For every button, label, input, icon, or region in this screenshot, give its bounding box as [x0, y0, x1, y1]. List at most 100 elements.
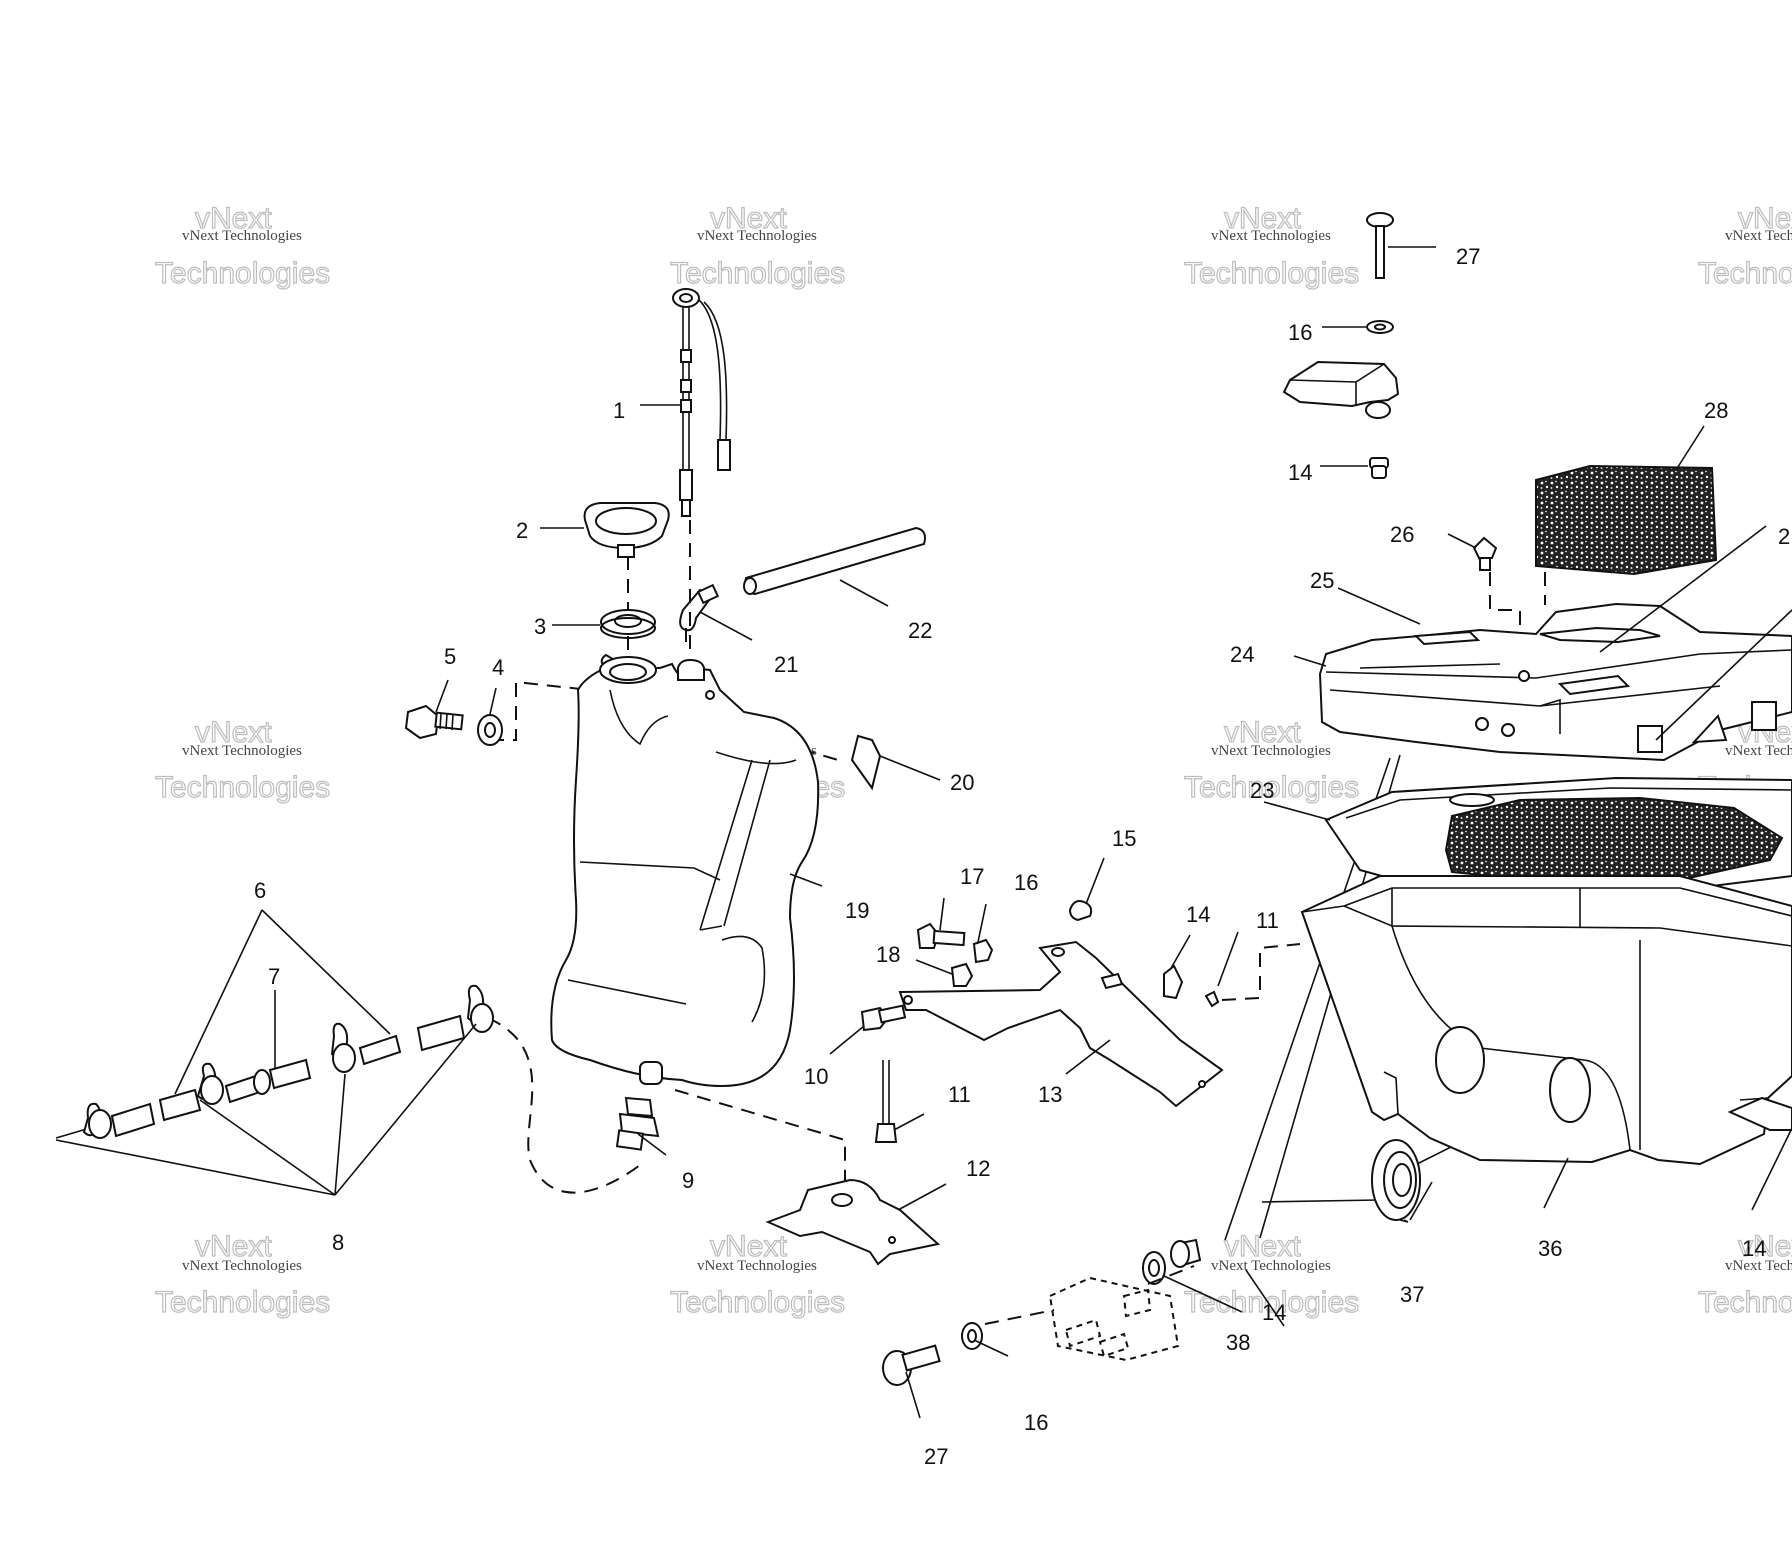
watermark-text: Technologies: [1184, 771, 1359, 804]
watermark-text: vNext Technologies: [1725, 228, 1792, 244]
watermark-text: Technologies: [155, 1286, 330, 1319]
watermark: vNext vNext Technologies Technologies: [669, 201, 845, 290]
watermark-text: vNext Technologies: [182, 228, 302, 244]
callout-14: 14: [1186, 902, 1210, 927]
part-airbox-lid: [1318, 602, 1792, 762]
callout-11: 11: [1256, 908, 1279, 933]
callout-13: 13: [1038, 1082, 1062, 1107]
watermark-text: vNext: [1224, 1230, 1301, 1263]
part-mount-bracket: [765, 1178, 941, 1266]
watermark-text: vNext: [1224, 716, 1301, 749]
watermark-text: Technologies: [155, 771, 330, 804]
callout-28: 28: [1704, 398, 1728, 423]
part-bolt-washer: [404, 704, 503, 746]
callout-6: 6: [254, 878, 266, 903]
part-fuel-fitting: [615, 1096, 660, 1151]
callout-27: 27: [924, 1444, 948, 1469]
callout-10: 10: [804, 1064, 828, 1089]
watermark-text: vNext Technologies: [1725, 743, 1792, 759]
watermark-text: vNext: [1738, 1230, 1792, 1263]
callout-16: 16: [1014, 870, 1038, 895]
watermark-text: vNext Technologies: [1211, 1258, 1331, 1274]
part-grommet-14-top: [1369, 457, 1389, 479]
part-washer-16-top: [1366, 320, 1394, 334]
part-airbox-base: [1300, 875, 1792, 1166]
watermark-text: vNext Technologies: [182, 1258, 302, 1274]
watermark: vNext vNext Technologies Technologies: [1697, 1229, 1792, 1319]
callout-14: 14: [1742, 1236, 1766, 1261]
watermark-text: vNext: [195, 202, 272, 235]
part-clip-15: [1068, 900, 1093, 922]
callout-15: 15: [1112, 826, 1136, 851]
callout-25: 25: [1310, 568, 1334, 593]
watermark-text: vNext: [195, 1230, 272, 1263]
part-airbox-gasket: [1324, 776, 1792, 891]
part-fuel-tank: [550, 653, 820, 1088]
watermark-text: vNext Technologies: [182, 743, 302, 759]
part-lower-right: [1727, 1096, 1792, 1131]
part-cover: [1282, 360, 1400, 419]
callout-8: 8: [332, 1230, 344, 1255]
callout-36: 36: [1538, 1236, 1562, 1261]
watermark: vNext vNext Technologies Technologies: [1697, 201, 1792, 290]
callout-11: 11: [948, 1082, 971, 1107]
watermark-text: Technologies: [155, 257, 330, 290]
part-screw-27-bottom: [882, 1322, 983, 1386]
watermark: vNext vNext Technologies Technologies: [154, 715, 330, 804]
callout-16: 16: [1024, 1410, 1048, 1435]
callout-2-cut: 2: [1778, 524, 1790, 549]
callout-37: 37: [1400, 1282, 1424, 1307]
callout-38: 38: [1226, 1330, 1250, 1355]
leader-lines: [55, 246, 1792, 1419]
callout-12: 12: [966, 1156, 990, 1181]
phantom-block: [984, 1265, 1195, 1362]
callout-1: 1: [613, 398, 625, 423]
part-gasket: [600, 609, 656, 639]
part-bolt-10: [860, 1004, 907, 1032]
part-wing-screw: [1472, 536, 1498, 571]
callout-16: 16: [1288, 320, 1312, 345]
callout-17: 17: [960, 864, 984, 889]
part-hardware: [916, 922, 1220, 1008]
watermark-text: vNext Technologies: [1211, 228, 1331, 244]
callout-14: 14: [1288, 460, 1312, 485]
watermark: vNext vNext Technologies Technologies: [669, 1229, 845, 1319]
watermark-text: vNext Technologies: [697, 1258, 817, 1274]
watermark-text: Technologies: [1698, 1286, 1792, 1319]
watermark: vNext vNext Technologies Technologies: [1183, 1229, 1359, 1319]
watermark-text: vNext: [710, 202, 787, 235]
watermark: vNext vNext Technologies Technologies: [1183, 715, 1359, 804]
watermark-text: Technologies: [1184, 1286, 1359, 1319]
callout-21: 21: [774, 652, 798, 677]
callout-27: 27: [1456, 244, 1480, 269]
watermark: vNext vNext Technologies Technologies: [1183, 201, 1359, 290]
watermark-text: Technologies: [670, 1286, 845, 1319]
watermark-text: Technologies: [670, 257, 845, 290]
callout-19: 19: [845, 898, 869, 923]
callout-5: 5: [444, 644, 456, 669]
part-foam-filter: [1535, 464, 1718, 576]
part-long-bracket: [898, 940, 1224, 1108]
watermark-text: vNext: [1224, 202, 1301, 235]
part-screw-27-top: [1366, 212, 1394, 279]
watermark-text: Technologies: [1698, 257, 1792, 290]
watermark: vNext vNext Technologies Technologies: [154, 1229, 330, 1319]
callout-7: 7: [268, 964, 280, 989]
part-fuel-sender: [672, 288, 731, 517]
watermark-text: Technologies: [1184, 257, 1359, 290]
callout-24: 24: [1230, 642, 1254, 667]
callout-labels: 1 2 3 4 5 6 7 8 9 10 11 11 12 13 14 14 1…: [254, 244, 1790, 1469]
part-grommets-38: [1142, 1238, 1202, 1285]
part-stud: [874, 1060, 898, 1143]
callout-3: 3: [534, 614, 546, 639]
callout-4: 4: [492, 655, 504, 680]
part-fuel-cap: [583, 502, 670, 558]
callout-14: 14: [1262, 1300, 1286, 1325]
part-clip: [850, 734, 882, 791]
callout-26: 26: [1390, 522, 1414, 547]
callout-23: 23: [1250, 778, 1274, 803]
callout-22: 22: [908, 618, 932, 643]
watermark-text: vNext Technologies: [1211, 743, 1331, 759]
